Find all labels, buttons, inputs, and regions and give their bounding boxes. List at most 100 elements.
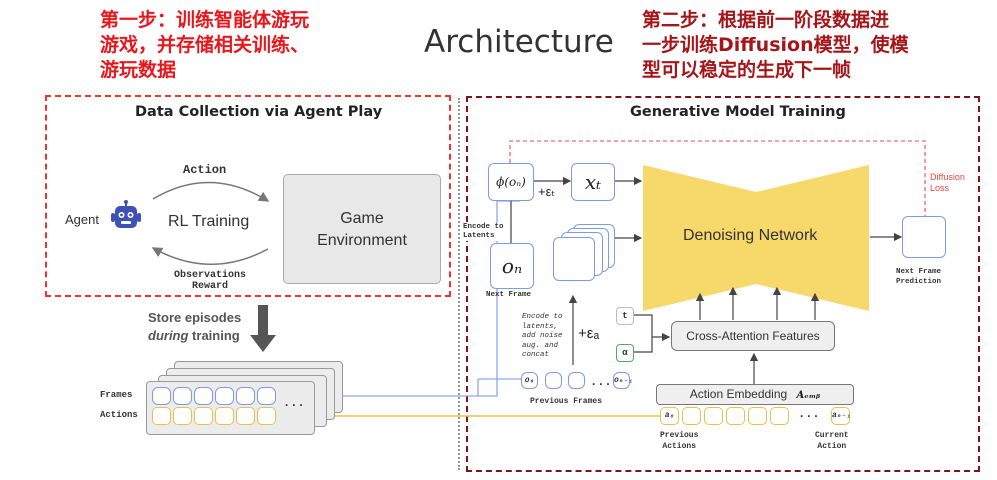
next-frame-prediction-box: [902, 216, 946, 258]
xt-box: xₜ: [571, 163, 615, 201]
encode-noise-label: Encode to latents, add noise aug. and co…: [522, 313, 563, 361]
observations-label: Observations: [173, 270, 246, 281]
a-connector: [634, 337, 653, 353]
loss-line: Loss: [930, 183, 950, 193]
store-arrow-shaft: [258, 305, 268, 335]
game-environment-box: Game Environment: [283, 174, 441, 284]
prev-frames-ellipsis: ...: [590, 375, 612, 389]
observation-arrow: [151, 247, 269, 265]
episode-action-slot: [173, 407, 192, 425]
step1-line: 第一步：训练智能体游玩: [100, 9, 310, 31]
prev-action-slot: [704, 407, 723, 425]
reward-label: Reward: [191, 281, 228, 292]
step2-line: 第二步：根据前一阶段数据进: [642, 9, 890, 31]
rl-training-label: RL Training: [168, 213, 250, 230]
pred-line: Next Frame: [896, 268, 942, 276]
encode-line: Encode to: [463, 223, 504, 231]
a-emb-label: Aₑₘᵦ: [796, 390, 821, 401]
next-frame-prediction-label: Next Frame Prediction: [896, 267, 941, 287]
step2-annotation: 第二步：根据前一阶段数据进 一步训练Diffusion模型，使模 型可以稳定的生…: [642, 8, 909, 83]
noise-line: latents,: [522, 322, 559, 331]
on-box: oₙ: [490, 243, 534, 289]
action-embedding-label: Action Embedding: [689, 387, 788, 401]
action-embedding-box: Action Embedding Aₑₘᵦ: [656, 384, 854, 405]
step2-line: 一步训练Diffusion模型，使模: [642, 34, 909, 56]
store-arrow-head: [250, 335, 276, 352]
prev-frame-slot: [568, 372, 585, 389]
prev-frame-slot: oₙ₋₁: [613, 372, 633, 389]
prev-actions-line: Previous: [660, 431, 699, 440]
xt-label: xₜ: [584, 170, 602, 194]
encode-to-latents-label: Encode to Latents: [463, 223, 504, 241]
next-frame-label: Next Frame: [486, 291, 532, 299]
data-collection-panel: [45, 95, 451, 297]
noise-line: add noise: [522, 332, 563, 340]
noise-line: aug. and: [522, 341, 559, 350]
loss-line: Diffusion: [930, 172, 965, 182]
encode-line: Latents: [463, 232, 495, 240]
store-line1: Store episodes: [148, 310, 242, 325]
episode-action-slot: [194, 407, 213, 425]
store-episodes-label: Store episodes during training: [148, 309, 241, 345]
episode-action-slot: [236, 407, 255, 425]
pred-line: Prediction: [896, 278, 942, 286]
prev-action-slot: [770, 407, 789, 425]
diffusion-loss-line: [509, 140, 926, 216]
episode-action-slot: [215, 407, 234, 425]
store-during: during: [148, 328, 189, 343]
agent-label: Agent: [65, 212, 99, 227]
game-env-line: Game: [340, 210, 384, 227]
page-title: Architecture: [424, 24, 614, 60]
ellipsis: ...: [283, 396, 305, 410]
episode-action-slot: [152, 407, 171, 425]
denoising-network-label: Denoising Network: [683, 227, 818, 244]
t-connector: [634, 314, 653, 337]
action-label: Action: [183, 163, 227, 177]
frames-line: [278, 200, 520, 397]
current-action-line: Current: [815, 431, 849, 440]
episode-frame-slot: [173, 387, 192, 405]
cross-attention-box: Cross-Attention Features: [671, 321, 835, 351]
prev-action-slot: a₀: [660, 407, 679, 425]
frames-label: Frames: [100, 390, 133, 400]
previous-frames-label: Previous Frames: [530, 397, 603, 406]
on-label: oₙ: [501, 254, 523, 278]
store-line2: during training: [148, 327, 241, 345]
current-action-label: Current Action: [815, 430, 849, 452]
episode-frame-slot: [215, 387, 234, 405]
previous-actions-label: Previous Actions: [660, 430, 698, 452]
actions-ellipsis: ...: [798, 407, 820, 421]
noise-line: concat: [522, 351, 550, 359]
episode-frame-slot: [194, 387, 213, 405]
observations-reward-label: Observations Reward: [170, 270, 250, 292]
latent-frame: [553, 237, 595, 281]
step1-annotation: 第一步：训练智能体游玩 游戏，并存储相关训练、 游玩数据: [100, 8, 309, 83]
diffusion-loss-label: Diffusion Loss: [930, 172, 965, 194]
prev-action-slot: [748, 407, 767, 425]
game-env-line: Environment: [317, 232, 407, 249]
prev-actions-line: Actions: [662, 442, 696, 451]
episode-action-slot: [257, 407, 276, 425]
actions-label: Actions: [100, 410, 138, 420]
noise-line: Encode to: [522, 313, 563, 321]
prev-action-slot: [682, 407, 701, 425]
episode-frame-slot: [257, 387, 276, 405]
episode-frame-slot: [236, 387, 255, 405]
prev-frame-slot: [545, 372, 562, 389]
store-training: training: [188, 328, 240, 343]
episode-frame-slot: [152, 387, 171, 405]
prev-action-slot: [726, 407, 745, 425]
denoising-network-shape: [643, 165, 869, 311]
action-arrow: [152, 181, 270, 202]
t-box: t: [616, 307, 634, 325]
current-action-slot: aₙ₋₁: [831, 407, 851, 425]
current-action-line: Action: [817, 442, 847, 451]
prev-frame-slot: o₀: [521, 372, 538, 389]
step1-line: 游戏，并存储相关训练、: [100, 34, 310, 56]
robot-icon: [108, 199, 144, 235]
panel-separator: [458, 98, 460, 470]
a-box: α: [616, 344, 634, 362]
data-collection-title: Data Collection via Agent Play: [135, 104, 383, 120]
step2-line: 型可以稳定的生成下一帧: [642, 59, 852, 81]
